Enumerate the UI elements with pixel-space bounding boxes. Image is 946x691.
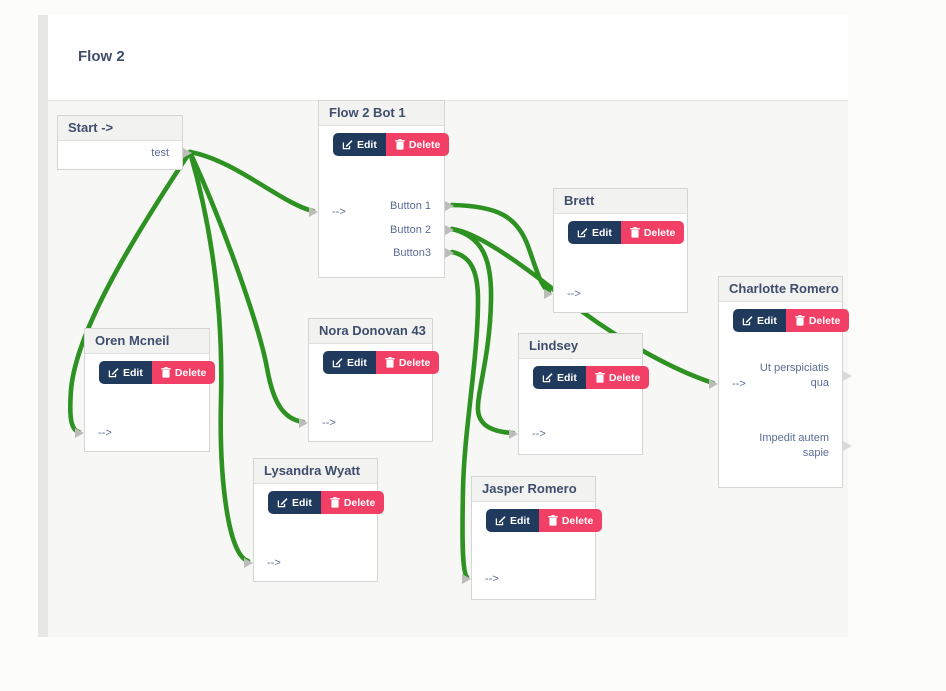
delete-button[interactable]: Delete [320,491,385,514]
oren-input-port[interactable]: --> [75,423,112,443]
trash-icon [548,515,558,526]
node-start-title: Start -> [58,116,182,141]
nora-input-port[interactable]: --> [299,413,336,433]
edit-button[interactable]: Edit [486,509,539,532]
port-arrow-icon [843,371,852,381]
flow2bot1-output-port-button3[interactable]: Button3 [393,243,454,263]
delete-button[interactable]: Delete [151,361,216,384]
delete-button[interactable]: Delete [538,509,603,532]
port-arrow-icon [509,429,518,439]
node-lindsey[interactable]: Lindsey Edit Delete --> [509,333,650,455]
connection-button2-to-lindsey [449,226,516,436]
charlotte-input-port[interactable]: --> [709,374,746,394]
delete-button[interactable]: Delete [375,351,440,374]
lindsey-input-port[interactable]: --> [509,424,546,444]
node-jasper[interactable]: Jasper Romero Edit Delete --> [462,476,603,600]
node-brett[interactable]: Brett Edit Delete --> [544,188,688,313]
delete-button[interactable]: Delete [620,221,685,244]
edit-button[interactable]: Edit [268,491,321,514]
port-arrow-icon [445,201,454,211]
delete-button[interactable]: Delete [785,309,850,332]
connection-test-to-flow2bot1 [187,149,316,214]
flow2bot1-output-port-button1[interactable]: Button 1 [390,196,454,216]
edit-pencil-icon [108,367,119,378]
edit-button[interactable]: Edit [99,361,152,384]
node-flow2bot1[interactable]: Flow 2 Bot 1 Edit Delete --> [309,100,454,278]
edit-button[interactable]: Edit [568,221,621,244]
port-arrow-icon [75,428,84,438]
brett-input-port[interactable]: --> [544,284,581,304]
edit-button[interactable]: Edit [323,351,376,374]
charlotte-output-port-1[interactable]: Ut perspiciatis qua [753,361,852,391]
edit-pencil-icon [495,515,506,526]
port-arrow-icon [309,207,318,217]
node-nora[interactable]: Nora Donovan 43 Edit Delete --> [299,318,440,442]
port-arrow-icon [843,441,852,451]
node-charlotte[interactable]: Charlotte Romero Edit Delete --> [709,276,852,488]
node-charlotte-title: Charlotte Romero [719,277,842,302]
edit-pencil-icon [277,497,288,508]
edit-pencil-icon [332,357,343,368]
port-arrow-icon [244,558,253,568]
port-arrow-icon [462,574,471,584]
collapsed-sidebar-strip [38,15,48,637]
trash-icon [161,367,171,378]
port-arrow-icon [299,418,308,428]
node-nora-title: Nora Donovan 43 [309,319,432,344]
node-lysandra[interactable]: Lysandra Wyatt Edit Delete --> [244,458,385,582]
edit-button[interactable]: Edit [333,133,386,156]
lysandra-input-port[interactable]: --> [244,553,281,573]
node-flow2bot1-title: Flow 2 Bot 1 [319,101,444,126]
connection-test-to-nora [187,149,306,425]
connection-test-to-lysandra [187,149,251,564]
trash-icon [385,357,395,368]
node-oren[interactable]: Oren Mcneil Edit Delete --> [75,328,216,452]
node-oren-title: Oren Mcneil [85,329,209,354]
edit-button[interactable]: Edit [533,366,586,389]
trash-icon [330,497,340,508]
edit-pencil-icon [742,315,753,326]
page-title: Flow 2 [78,48,125,65]
port-arrow-icon [544,289,553,299]
port-arrow-icon [445,248,454,258]
node-brett-title: Brett [554,189,687,214]
flow2bot1-output-port-button2[interactable]: Button 2 [390,220,454,240]
trash-icon [795,315,805,326]
connection-button3-to-jasper [449,249,481,580]
delete-button[interactable]: Delete [385,133,450,156]
node-start[interactable]: Start -> test [57,115,192,170]
port-arrow-icon [183,148,192,158]
start-output-port-test[interactable]: test [151,143,192,163]
jasper-input-port[interactable]: --> [462,569,499,589]
port-arrow-icon [709,379,718,389]
trash-icon [595,372,605,383]
edit-button[interactable]: Edit [733,309,786,332]
edit-pencil-icon [577,227,588,238]
flow2bot1-input-port[interactable]: --> [309,202,346,222]
connection-test-to-oren [67,149,193,435]
trash-icon [395,139,405,150]
flow-header: Flow 2 [48,15,848,101]
delete-button[interactable]: Delete [585,366,650,389]
trash-icon [630,227,640,238]
node-lindsey-title: Lindsey [519,334,642,359]
port-arrow-icon [445,225,454,235]
node-lysandra-title: Lysandra Wyatt [254,459,377,484]
edit-pencil-icon [542,372,553,383]
edit-pencil-icon [342,139,353,150]
node-jasper-title: Jasper Romero [472,477,595,502]
charlotte-output-port-2[interactable]: Impedit autem sapie [753,431,852,461]
